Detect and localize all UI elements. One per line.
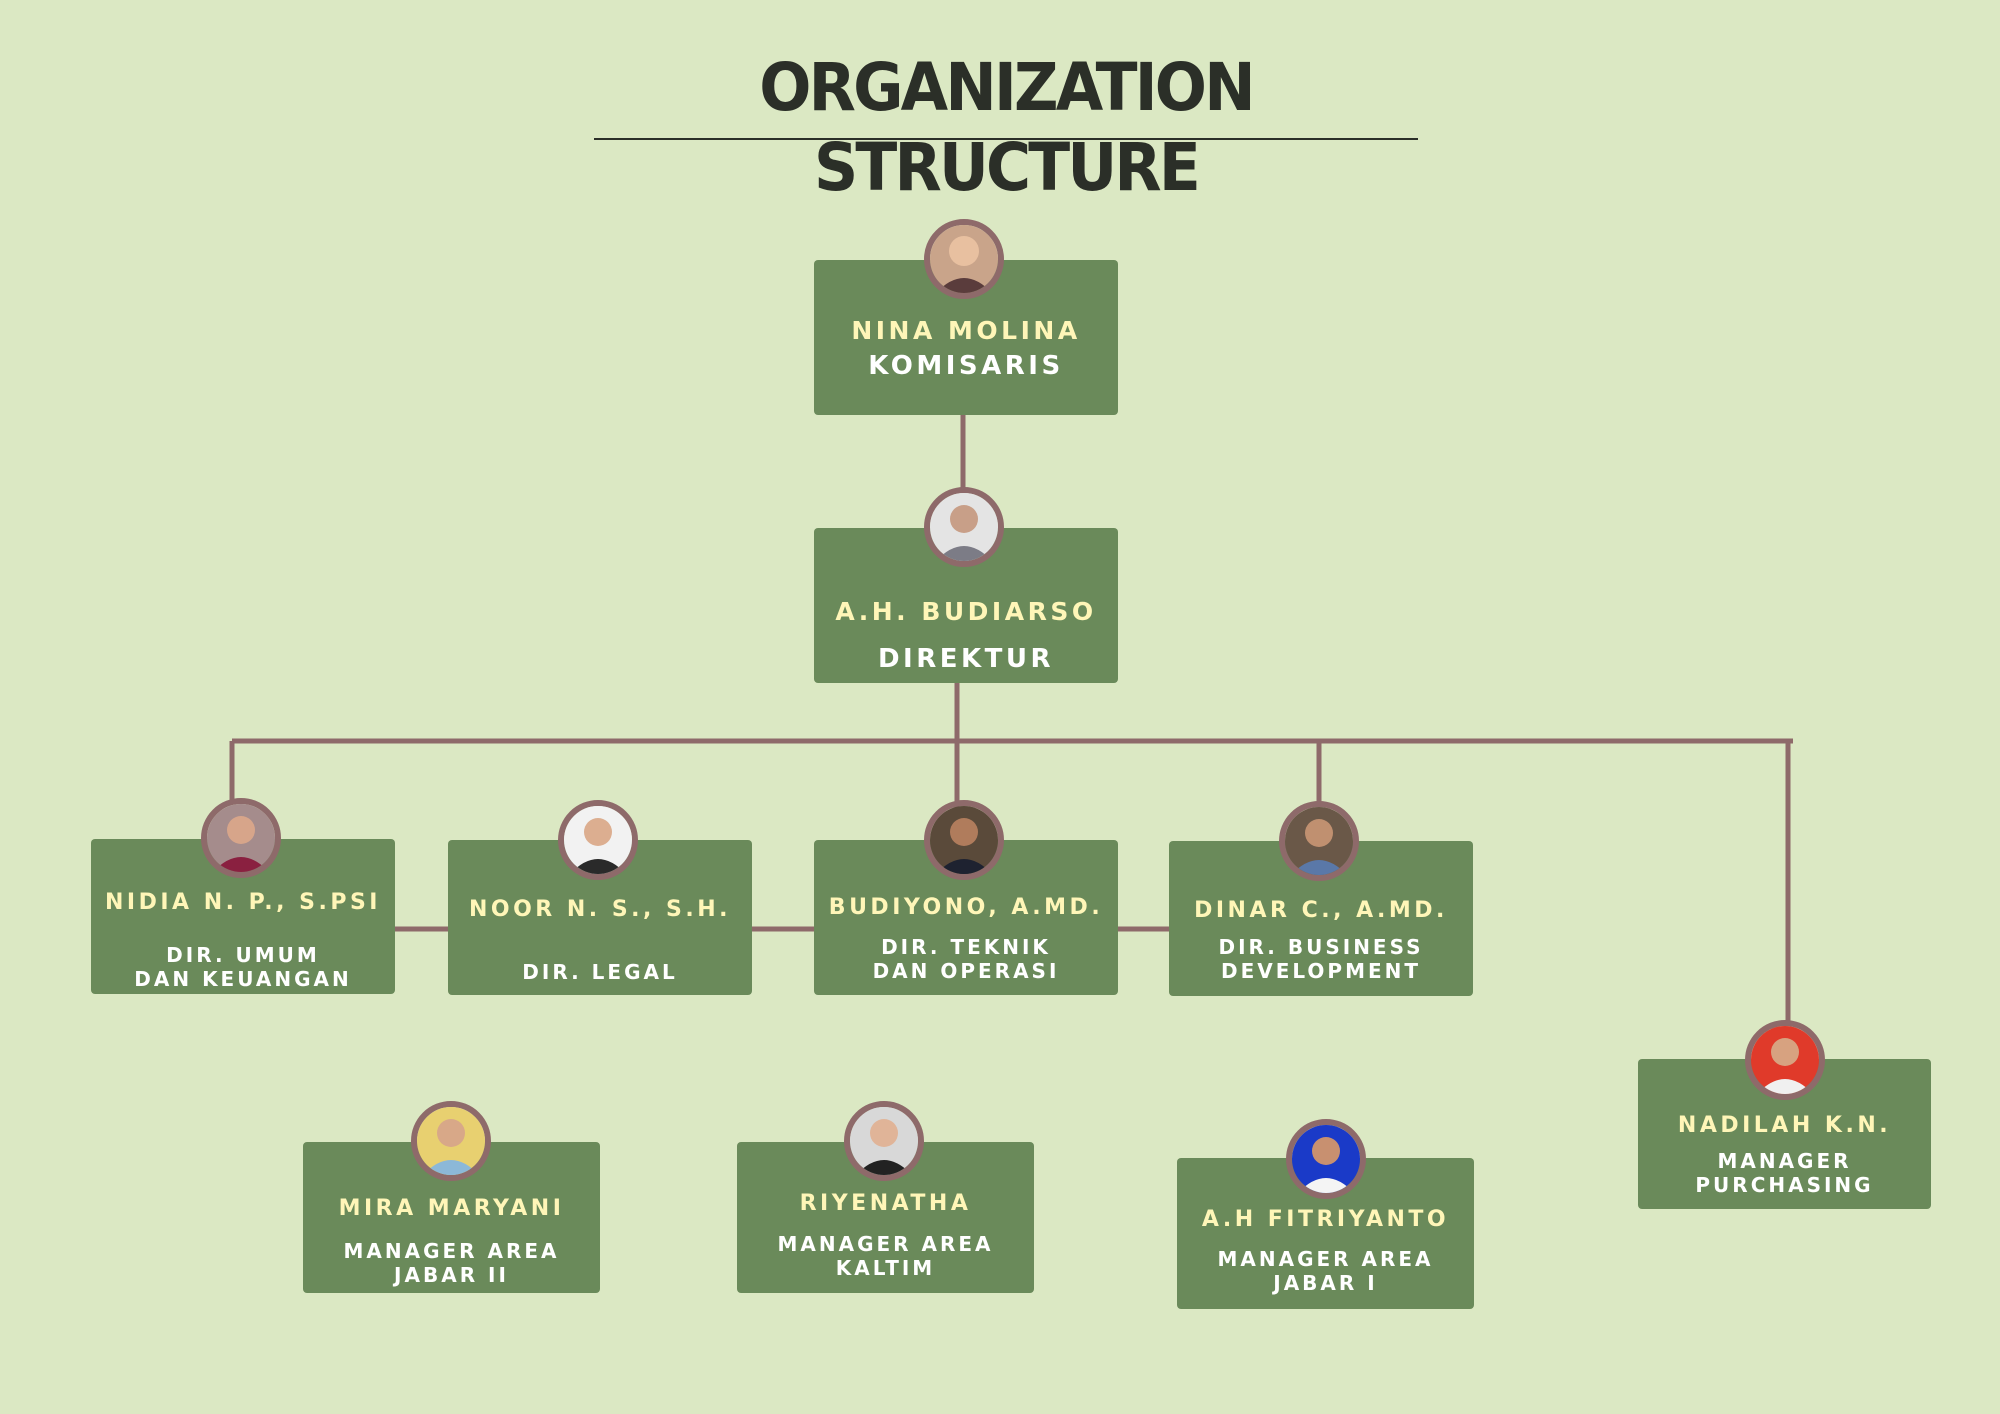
avatar-mira: [411, 1101, 491, 1181]
person-role: MANAGER AREA KALTIM: [777, 1232, 994, 1280]
person-name: RIYENATHA: [799, 1191, 972, 1216]
avatar-nidia: [201, 798, 281, 878]
person-photo-icon: [930, 806, 998, 874]
person-name: NIDIA N. P., S.PSI: [105, 890, 381, 915]
person-role: DIR. UMUM DAN KEUANGAN: [134, 943, 352, 991]
person-role: MANAGER PURCHASING: [1695, 1149, 1874, 1197]
avatar-budiyono: [924, 800, 1004, 880]
card-riyenatha: RIYENATHA MANAGER AREA KALTIM: [737, 1142, 1034, 1293]
person-name: NOOR N. S., S.H.: [468, 897, 732, 922]
avatar-nadilah: [1745, 1020, 1825, 1100]
avatar-noor: [558, 800, 638, 880]
person-name: A.H. BUDIARSO: [835, 597, 1097, 626]
avatar-dinar: [1279, 801, 1359, 881]
person-role: DIR. TEKNIK DAN OPERASI: [872, 935, 1060, 983]
person-name: MIRA MARYANI: [338, 1196, 565, 1221]
person-role: MANAGER AREA JABAR I: [1217, 1247, 1434, 1295]
person-photo-icon: [207, 804, 275, 872]
person-photo-icon: [1751, 1026, 1819, 1094]
avatar-budiarso: [924, 487, 1004, 567]
person-photo-icon: [564, 806, 632, 874]
person-role: MANAGER AREA JABAR II: [343, 1239, 560, 1287]
page-title: ORGANIZATION STRUCTURE: [759, 49, 1255, 206]
card-budiyono: BUDIYONO, A.MD. DIR. TEKNIK DAN OPERASI: [814, 840, 1118, 995]
person-photo-icon: [850, 1107, 918, 1175]
person-role: DIREKTUR: [877, 644, 1055, 674]
person-role: KOMISARIS: [868, 351, 1064, 381]
person-photo-icon: [930, 225, 998, 293]
avatar-riyenatha: [844, 1101, 924, 1181]
title-underline: [594, 138, 1418, 140]
person-photo-icon: [1292, 1125, 1360, 1193]
card-nidia: NIDIA N. P., S.PSI DIR. UMUM DAN KEUANGA…: [91, 839, 395, 994]
person-name: NADILAH K.N.: [1677, 1113, 1892, 1138]
person-photo-icon: [1285, 807, 1353, 875]
person-role: DIR. BUSINESS DEVELOPMENT: [1218, 935, 1424, 983]
avatar-fitriyanto: [1286, 1119, 1366, 1199]
person-name: BUDIYONO, A.MD.: [828, 895, 1104, 920]
person-photo-icon: [930, 493, 998, 561]
person-name: A.H FITRIYANTO: [1201, 1207, 1450, 1232]
person-name: NINA MOLINA: [851, 316, 1081, 345]
person-photo-icon: [417, 1107, 485, 1175]
person-name: DINAR C., A.MD.: [1194, 898, 1448, 923]
avatar-nina-molina: [924, 219, 1004, 299]
person-role: DIR. LEGAL: [522, 960, 678, 984]
